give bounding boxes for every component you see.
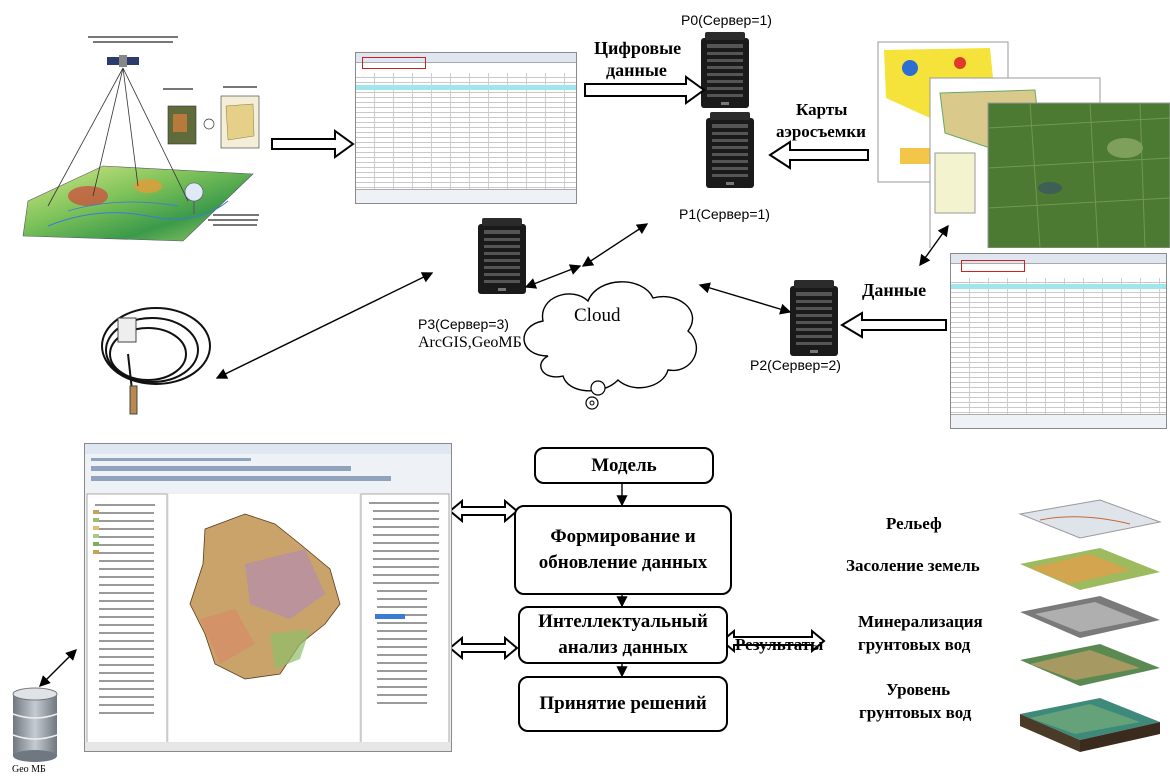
data-analysis-line2: анализ данных	[558, 637, 688, 658]
layer-salinity-label: Засоление земель	[846, 556, 980, 575]
p2-label: P2(Сервер=2)	[750, 357, 841, 373]
geo-mb-label: Geo МБ	[12, 764, 46, 775]
cloud-label: Cloud	[574, 305, 621, 326]
layer-level-label-line1: Уровень	[886, 680, 951, 699]
data-label: Данные	[862, 280, 927, 300]
database-icon	[10, 686, 60, 764]
p3-label-line2: ArcGIS,GeoМБ	[418, 334, 522, 351]
terrain-layers-icon	[1010, 492, 1168, 754]
server-p1-icon	[706, 112, 754, 188]
digital-data-label-line2: данные	[606, 60, 667, 80]
data-formation-line1: Формирование и	[550, 526, 696, 547]
server-p0-icon	[701, 32, 749, 108]
aerial-maps-label-line2: аэросъемки	[776, 122, 866, 141]
attribute-table-1	[355, 52, 577, 204]
satellite-survey-illustration	[8, 36, 263, 246]
p1-label: P1(Сервер=1)	[679, 206, 770, 222]
decision-box: Принятие решений	[518, 676, 728, 732]
model-box: Модель	[534, 447, 714, 484]
p0-label: P0(Сервер=1)	[681, 12, 772, 28]
cloud-icon	[508, 266, 708, 416]
data-formation-box: Формирование и обновление данных	[514, 505, 732, 595]
arcgis-window-icon	[84, 443, 452, 752]
aerial-maps-stack	[870, 38, 1170, 254]
digital-data-label-line1: Цифровые	[594, 38, 682, 58]
attribute-table-2	[950, 253, 1167, 429]
aerial-maps-label-line1: Карты	[796, 100, 848, 119]
data-formation-line2: обновление данных	[538, 552, 708, 573]
p3-label-line1: P3(Сервер=3)	[418, 316, 509, 332]
data-analysis-line1: Интеллектуальный	[538, 611, 708, 632]
layer-mineral-label-line2: грунтовых вод	[858, 635, 971, 654]
results-label: Результаты	[735, 635, 824, 654]
server-p2-icon	[790, 280, 838, 356]
data-analysis-box: Интеллектуальный анализ данных	[518, 606, 728, 664]
model-label: Модель	[591, 454, 657, 476]
layer-level-label-line2: грунтовых вод	[859, 703, 972, 722]
soil-sensor-icon	[88, 298, 218, 418]
decision-label: Принятие решений	[539, 693, 707, 714]
layer-relief-label: Рельеф	[886, 514, 942, 533]
layer-mineral-label-line1: Минерализация	[858, 612, 983, 631]
